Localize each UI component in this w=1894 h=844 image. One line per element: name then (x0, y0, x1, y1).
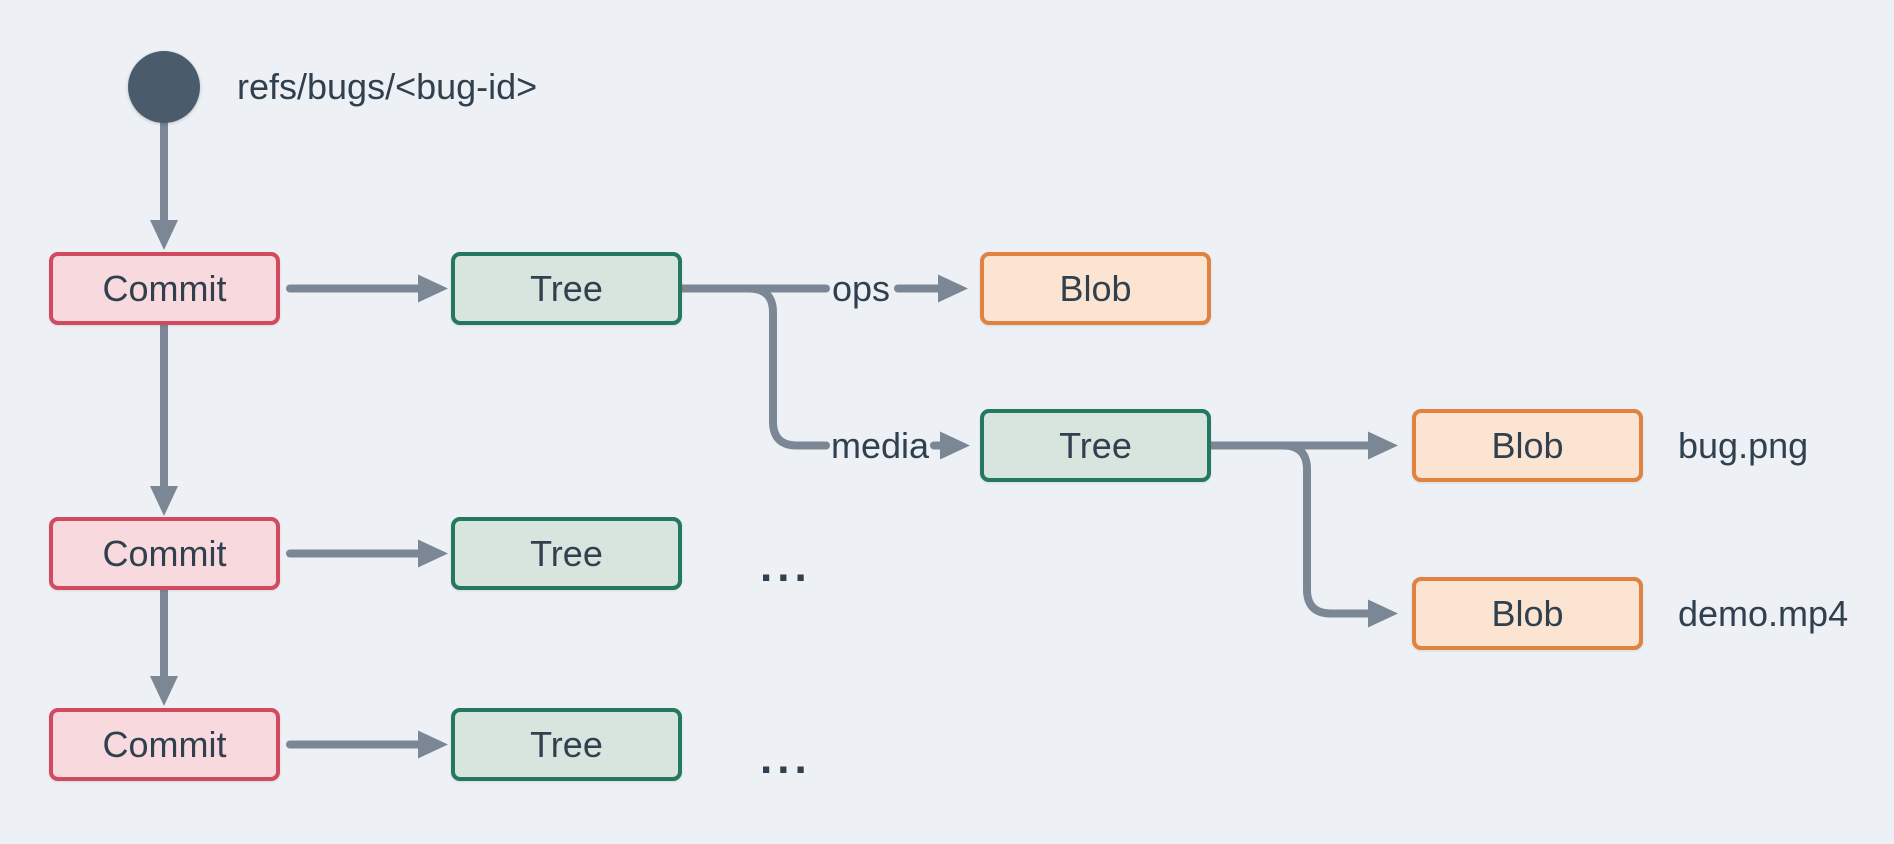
file-label-bug-png: bug.png (1678, 424, 1809, 466)
ellipsis-row-3: ... (760, 734, 812, 783)
ellipsis-row-2: ... (760, 542, 812, 591)
node-blob-demo: Blob (1412, 577, 1643, 650)
edge-label-ops: ops (831, 267, 891, 309)
node-blob-bug: Blob (1412, 409, 1643, 482)
ref-label: refs/bugs/<bug-id> (237, 66, 538, 107)
edge-tree1-branch-media (745, 284, 830, 450)
node-tree-media: Tree (980, 409, 1211, 482)
file-label-demo-mp4: demo.mp4 (1678, 592, 1849, 634)
node-blob-ops: Blob (980, 252, 1211, 325)
edge-label-media: media (830, 424, 930, 466)
node-commit-2: Commit (49, 517, 280, 590)
node-tree-2: Tree (451, 517, 682, 590)
node-tree-1: Tree (451, 252, 682, 325)
ref-head-circle (128, 51, 200, 123)
node-commit-1: Commit (49, 252, 280, 325)
node-tree-3: Tree (451, 708, 682, 781)
edge-tree-media-to-blob-demo (1279, 441, 1398, 628)
node-commit-3: Commit (49, 708, 280, 781)
